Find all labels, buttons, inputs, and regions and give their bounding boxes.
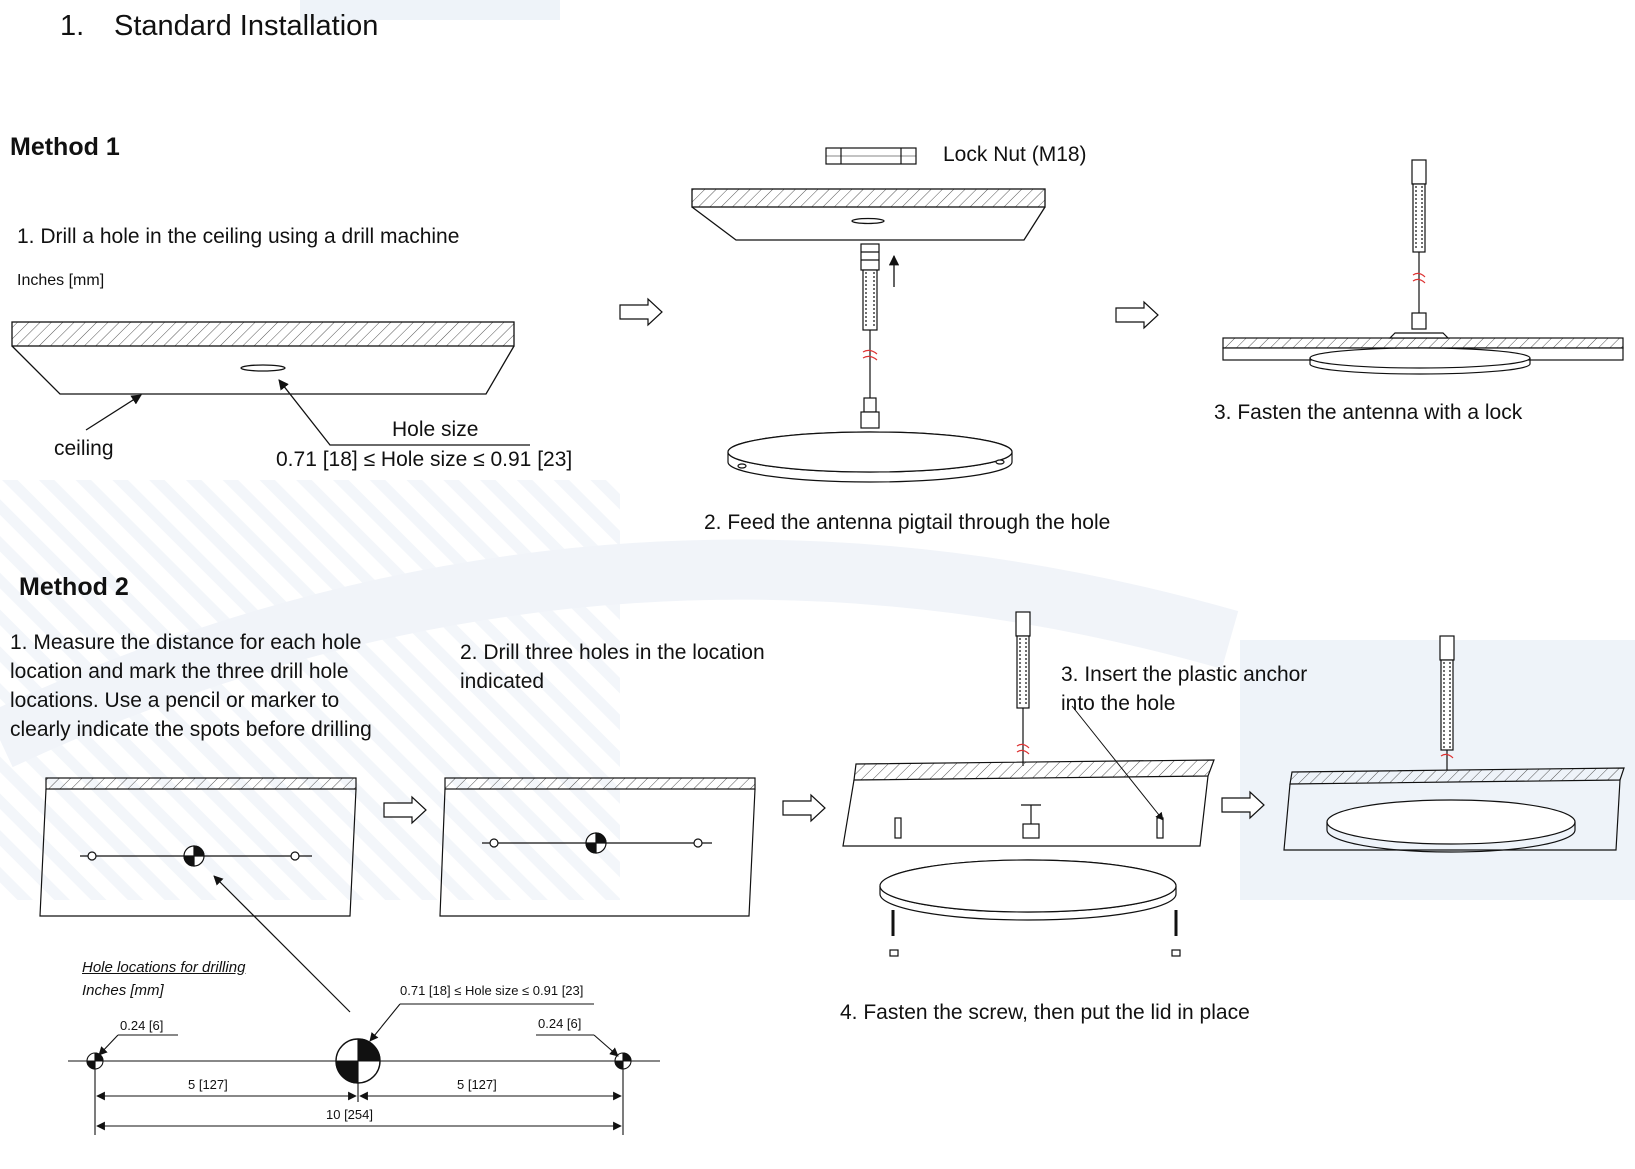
left-spacing-label: 5 [127] xyxy=(188,1077,228,1092)
dimension-units: Inches [mm] xyxy=(82,982,164,999)
right-spacing-label: 5 [127] xyxy=(457,1077,497,1092)
ceiling-with-anchors xyxy=(842,611,1215,957)
ceiling-label: ceiling xyxy=(54,437,114,460)
dimension-hole-size-range: 0.71 [18] ≤ Hole size ≤ 0.91 [23] xyxy=(400,983,584,998)
method2-step2-text: 2. Drill three holes in the location ind… xyxy=(460,641,765,693)
method1-heading: Method 1 xyxy=(10,133,120,161)
section-title: Standard Installation xyxy=(114,10,379,42)
dimension-caption: Hole locations for drilling xyxy=(82,959,246,976)
ceiling-slab-step1 xyxy=(11,321,530,446)
right-small-hole-size: 0.24 [6] xyxy=(538,1016,582,1031)
method2-step1-text: 1. Measure the distance for each hole lo… xyxy=(10,631,372,741)
ceiling-panel-marked xyxy=(39,777,357,1013)
method2-step3-text: 3. Insert the plastic anchor into the ho… xyxy=(1061,663,1308,715)
ceiling-slab-step2 xyxy=(691,188,1046,287)
hole-size-range: 0.71 [18] ≤ Hole size ≤ 0.91 [23] xyxy=(276,448,573,471)
lock-nut-icon xyxy=(825,147,917,165)
total-spacing-label: 10 [254] xyxy=(326,1107,373,1122)
lock-nut-label: Lock Nut (M18) xyxy=(943,143,1087,166)
method1-step1-text: 1. Drill a hole in the ceiling using a d… xyxy=(17,225,460,248)
hole-dimension-drawing xyxy=(68,1003,660,1135)
installed-antenna-final xyxy=(1283,635,1625,853)
hole-size-label: Hole size xyxy=(392,418,479,441)
method2-heading: Method 2 xyxy=(19,573,129,601)
antenna-pigtail-step2 xyxy=(727,243,1013,483)
method2-step4-text: 4. Fasten the screw, then put the lid in… xyxy=(840,1001,1250,1024)
step-arrow-icon xyxy=(383,297,1265,825)
mounted-antenna-step3 xyxy=(1222,159,1624,375)
section-number: 1. xyxy=(60,10,85,42)
left-small-hole-size: 0.24 [6] xyxy=(120,1018,164,1033)
method1-units-label: Inches [mm] xyxy=(17,272,105,289)
method1-step3-text: 3. Fasten the antenna with a lock xyxy=(1214,401,1523,424)
method1-step2-text: 2. Feed the antenna pigtail through the … xyxy=(704,511,1111,534)
ceiling-panel-drilled xyxy=(439,777,756,917)
